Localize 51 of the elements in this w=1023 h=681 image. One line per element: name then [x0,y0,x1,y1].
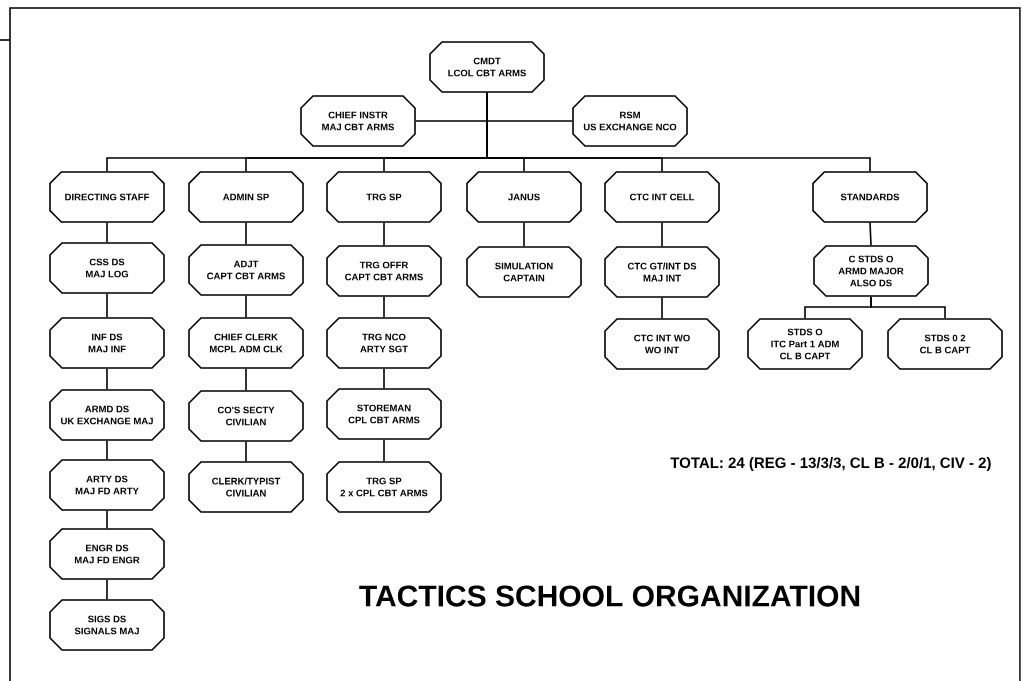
position-box: C STDS O ARMD MAJOR ALSO DS [813,245,929,297]
position-box: INF DS MAJ INF [49,317,165,369]
connector-line [383,296,385,318]
connector-line [106,510,108,529]
position-box: CHIEF INSTR MAJ CBT ARMS [300,95,416,147]
position-box: RSM US EXCHANGE NCO [572,95,688,147]
connector-line [106,440,108,460]
position-box: SIGS DS SIGNALS MAJ [49,599,165,651]
connector-line [383,368,385,389]
position-box: TRG SP 2 x CPL CBT ARMS [326,461,442,513]
position-box: STDS 0 2 CL B CAPT [887,318,1003,370]
position-box: SIMULATION CAPTAIN [466,246,582,298]
position-box: CO'S SECTY CIVILIAN [188,390,304,442]
position-box: STANDARDS [812,171,928,223]
connector-line [106,368,108,390]
position-box: CSS DS MAJ LOG [49,242,165,294]
position-box: CHIEF CLERK MCPL ADM CLK [188,317,304,369]
connector-line [245,441,247,462]
position-box: TRG NCO ARTY SGT [326,317,442,369]
position-box: ADMIN SP [188,171,304,223]
connector-line [870,296,946,319]
connector-line [661,297,663,319]
position-box: CLERK/TYPIST CIVILIAN [188,461,304,513]
total-note: TOTAL: 24 (REG - 13/3/3, CL B - 2/0/1, CIV - 2) [670,457,991,471]
connector-line [245,222,247,245]
position-box: CTC INT CELL [604,171,720,223]
position-box: TRG OFFR CAPT CBT ARMS [326,245,442,297]
connector-line [383,439,385,462]
position-box: CTC GT/INT DS MAJ INT [604,246,720,298]
connector-line [245,368,247,391]
connector-line [106,293,108,318]
connector-line [523,222,525,247]
position-box: STDS O ITC Part 1 ADM CL B CAPT [747,318,863,370]
position-box: TRG SP [326,171,442,223]
connector-line [383,222,385,246]
position-box: ARMD DS UK EXCHANGE MAJ [49,389,165,441]
position-box: ENGR DS MAJ FD ENGR [49,528,165,580]
connector-line [869,222,872,246]
connector-line [661,222,663,247]
position-box: JANUS [466,171,582,223]
position-box: CTC INT WO WO INT [604,318,720,370]
position-box: STOREMAN CPL CBT ARMS [326,388,442,440]
title: TACTICS SCHOOL ORGANIZATION [359,585,860,607]
position-box: ADJT CAPT CBT ARMS [188,244,304,296]
connector-line [245,295,247,318]
connector-line [106,222,108,243]
position-box: ARTY DS MAJ FD ARTY [49,459,165,511]
connector-line [106,579,108,600]
position-box: DIRECTING STAFF [49,171,165,223]
connector-line [486,92,871,172]
position-box: CMDT LCOL CBT ARMS [429,41,545,93]
